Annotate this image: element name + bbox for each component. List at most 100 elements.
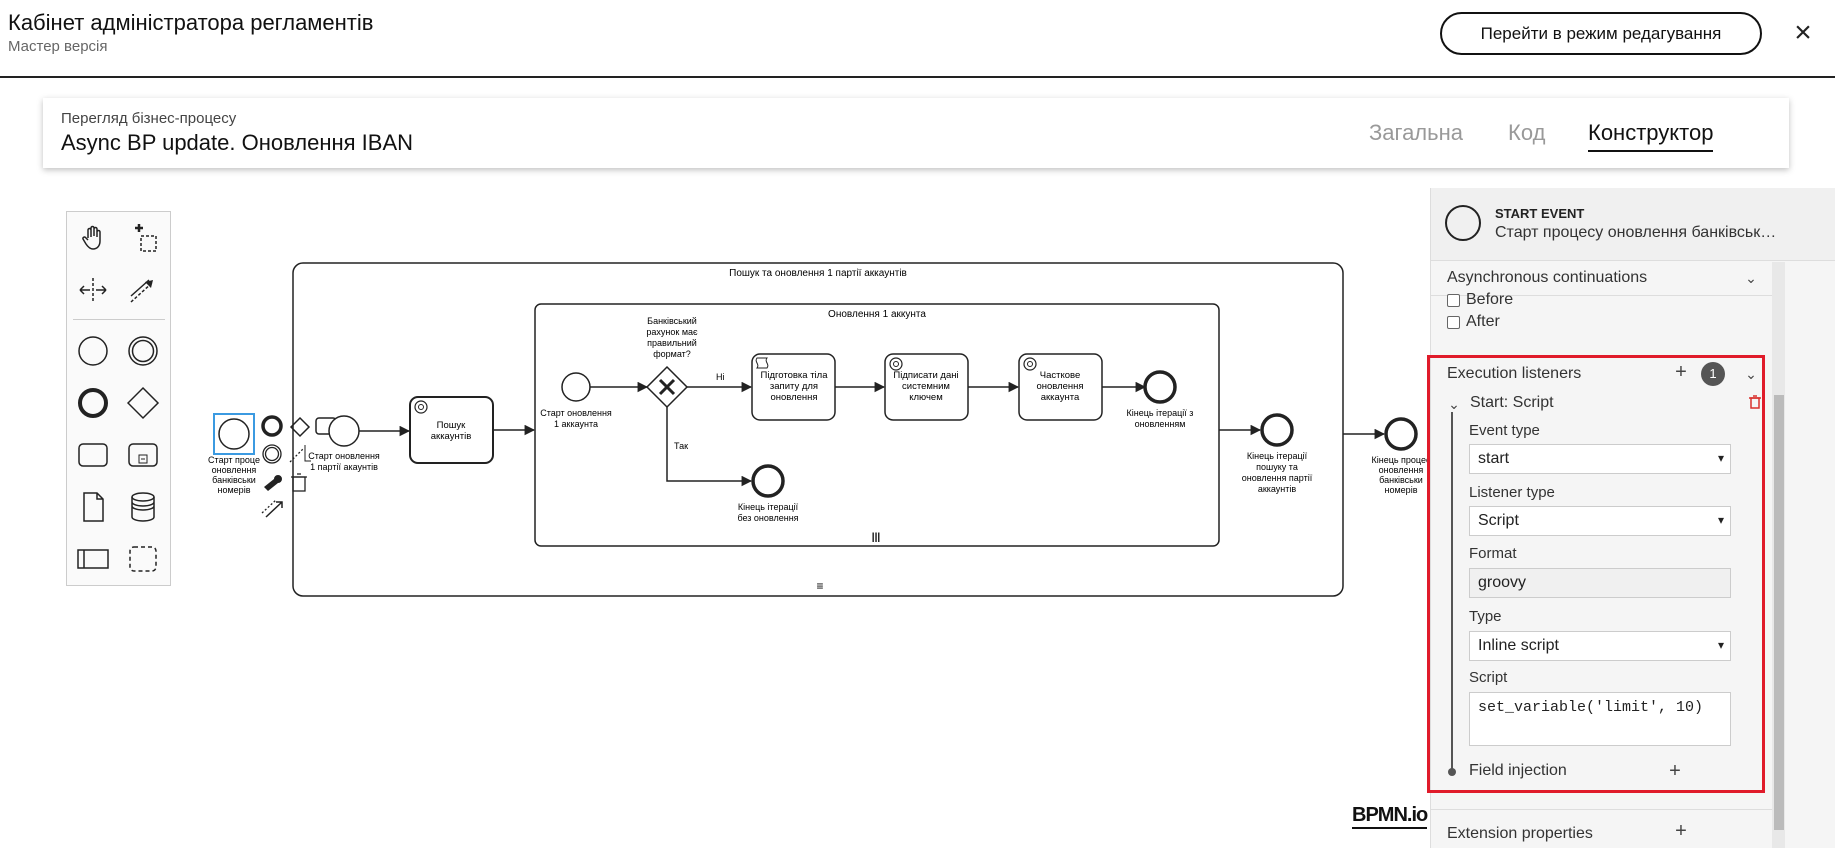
append-intermediate-icon xyxy=(262,444,282,464)
end-no-update-label: Кінець ітерації без оновлення xyxy=(737,502,798,523)
svg-text:Підписати дані: Підписати дані xyxy=(893,370,958,381)
timeline-dot xyxy=(1448,768,1456,776)
extension-props-title[interactable]: Extension properties xyxy=(1447,825,1593,842)
chevron-down-icon[interactable]: ⌄ xyxy=(1745,270,1757,286)
connect-tool-icon[interactable] xyxy=(123,270,163,310)
async-before-checkbox[interactable] xyxy=(1447,293,1460,307)
delete-icon[interactable] xyxy=(1749,395,1761,409)
svg-text:Старт проце: Старт проце xyxy=(208,455,260,465)
format-input[interactable]: groovy xyxy=(1469,568,1731,598)
pool-icon[interactable] xyxy=(73,539,113,579)
inner-subprocess[interactable] xyxy=(534,303,1220,547)
task-prepare-label: Підготовка тіла запиту для оновлення xyxy=(761,370,829,403)
add-extension-icon[interactable]: + xyxy=(1675,820,1687,842)
gear-icon xyxy=(1023,357,1037,371)
gear-icon xyxy=(889,357,903,371)
process-end-event[interactable] xyxy=(1384,417,1418,451)
context-pad[interactable] xyxy=(261,415,337,518)
start-event[interactable] xyxy=(218,418,250,450)
svg-text:аккаунтів: аккаунтів xyxy=(431,431,472,442)
event-type-select[interactable]: start ▾ xyxy=(1469,444,1731,474)
hand-tool-icon[interactable] xyxy=(73,218,113,258)
svg-text:оновлення: оновлення xyxy=(1379,465,1424,475)
bpmn-io-logo[interactable]: BPMN.io xyxy=(1352,804,1428,829)
exec-listeners-title[interactable]: Execution listeners xyxy=(1447,365,1582,382)
async-before-row[interactable]: Before xyxy=(1447,291,1513,309)
highlight-box xyxy=(1427,355,1765,793)
svg-text:системним: системним xyxy=(902,381,950,392)
chevron-down-icon[interactable]: ⌄ xyxy=(1745,366,1757,382)
svg-text:Кінець ітерації: Кінець ітерації xyxy=(1247,451,1308,461)
data-store-icon[interactable] xyxy=(123,487,163,527)
svg-text:оновленням: оновленням xyxy=(1135,419,1186,429)
inner-parallel-marker: ||| xyxy=(872,532,881,543)
end-event-no-update[interactable] xyxy=(751,464,785,498)
svg-text:Підготовка тіла: Підготовка тіла xyxy=(761,370,829,381)
event-type-value: start xyxy=(1478,450,1510,467)
add-field-injection-icon[interactable]: + xyxy=(1669,760,1681,782)
script-icon xyxy=(755,357,769,369)
process-end-label: Кінець процес оновлення банківськи номер… xyxy=(1371,455,1430,495)
inner-start-event[interactable] xyxy=(561,372,591,402)
inner-start-label: Старт оновлення 1 аккаунта xyxy=(540,408,612,429)
outer-end-event[interactable] xyxy=(1260,413,1294,447)
chevron-down-icon[interactable]: ⌄ xyxy=(1448,396,1460,412)
intermediate-event-icon[interactable] xyxy=(123,331,163,371)
async-group-title[interactable]: Asynchronous continuations xyxy=(1447,269,1648,286)
panel-header: START EVENT Старт процесу оновлення банк… xyxy=(1431,188,1835,261)
lasso-tool-icon[interactable] xyxy=(123,218,163,258)
svg-text:Пошук: Пошук xyxy=(437,420,466,431)
wrench-icon xyxy=(264,475,282,491)
svg-text:без оновлення: без оновлення xyxy=(737,513,798,523)
tab-code[interactable]: Код xyxy=(1508,120,1546,145)
inner-end-event-updated[interactable] xyxy=(1143,370,1177,404)
element-name: Старт процесу оновлення банківських номе… xyxy=(1495,224,1780,241)
svg-text:Кінець ітерації з: Кінець ітерації з xyxy=(1127,408,1194,418)
end-event-icon[interactable] xyxy=(73,383,113,423)
tab-general[interactable]: Загальна xyxy=(1369,120,1463,145)
chevron-down-icon: ▾ xyxy=(1717,451,1724,465)
chevron-down-icon: ▾ xyxy=(1717,638,1724,652)
svg-text:пошуку та: пошуку та xyxy=(1256,462,1298,472)
gateway-icon[interactable] xyxy=(123,383,163,423)
app-title: Кабінет адміністратора регламентів xyxy=(8,10,374,35)
format-label: Format xyxy=(1469,545,1517,562)
add-listener-icon[interactable]: + xyxy=(1675,361,1687,383)
field-injection-label[interactable]: Field injection xyxy=(1469,762,1567,779)
start-event-icon[interactable] xyxy=(73,331,113,371)
inner-end-updated-label: Кінець ітерації з оновленням xyxy=(1127,408,1194,429)
tool-palette xyxy=(66,211,171,586)
task-sign-label: Підписати дані системним ключем xyxy=(893,370,958,403)
gateway-label: Банківський рахунок має правильний форма… xyxy=(646,316,698,359)
subprocess-start-event[interactable] xyxy=(328,415,360,447)
bpmn-diagram[interactable]: Пошук та оновлення 1 партії аккаунтів ≡ … xyxy=(0,0,1430,848)
element-type: START EVENT xyxy=(1495,206,1585,221)
listener-type-value: Script xyxy=(1478,512,1519,529)
start-event-label: Старт проце оновлення банківськи номерів xyxy=(208,455,260,495)
async-after-row[interactable]: After xyxy=(1447,313,1500,331)
close-icon[interactable]: × xyxy=(1794,16,1812,49)
edit-mode-button[interactable]: Перейти в режим редагування xyxy=(1440,12,1762,55)
svg-text:Часткове: Часткове xyxy=(1040,370,1081,381)
script-type-select[interactable]: Inline script ▾ xyxy=(1469,631,1731,661)
listener-timeline xyxy=(1451,412,1453,772)
listener-type-select[interactable]: Script ▾ xyxy=(1469,506,1731,536)
svg-text:1 партії акаунтів: 1 партії акаунтів xyxy=(310,462,378,472)
async-after-checkbox[interactable] xyxy=(1447,315,1460,329)
svg-text:оновлення: оновлення xyxy=(212,465,257,475)
start-event-icon xyxy=(1445,205,1481,241)
svg-text:аккаунта: аккаунта xyxy=(1041,392,1080,403)
space-tool-icon[interactable] xyxy=(73,270,113,310)
tab-constructor[interactable]: Конструктор xyxy=(1588,120,1714,152)
svg-text:оновлення: оновлення xyxy=(1036,381,1083,392)
data-object-icon[interactable] xyxy=(73,487,113,527)
inner-subprocess-label: Оновлення 1 аккунта xyxy=(828,309,926,320)
scrollbar-thumb[interactable] xyxy=(1774,395,1784,830)
group-icon[interactable] xyxy=(123,539,163,579)
task-search-label: Пошук аккаунтів xyxy=(431,420,472,442)
script-textarea[interactable]: set_variable('limit', 10) xyxy=(1469,692,1731,746)
listener-title[interactable]: Start: Script xyxy=(1470,394,1554,411)
subprocess-icon[interactable] xyxy=(123,435,163,475)
selection-frame xyxy=(213,413,255,455)
task-icon[interactable] xyxy=(73,435,113,475)
